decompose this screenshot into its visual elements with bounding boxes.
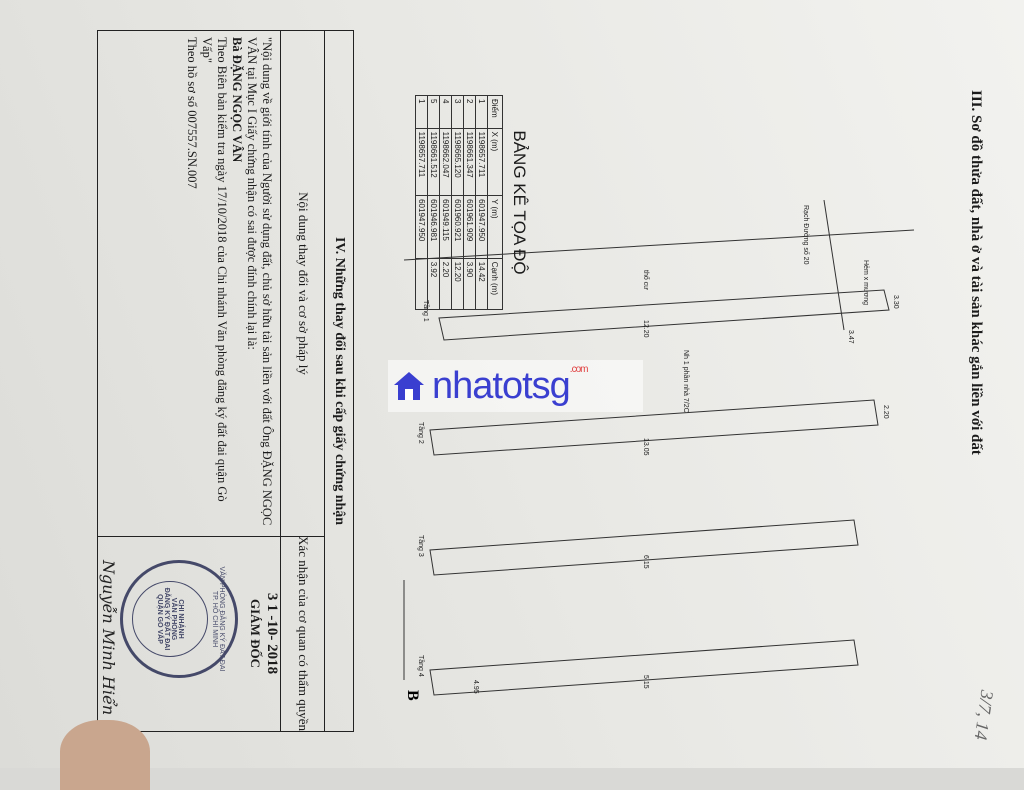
cell: 14.42 [475,258,488,310]
watermark-suffix: .com [569,364,589,375]
cell: 1 [475,95,488,129]
label-floor4: Tầng 4 [417,655,426,677]
floor1-outline [438,289,890,341]
dim: 5.15 [642,675,649,689]
stamp-line: CHI NHÁNH [177,599,185,639]
cell: 1198662.047 [439,128,452,196]
label-alley: Hẻm x mương [862,260,869,305]
label-floor3: Tầng 3 [417,535,426,557]
inspection-ref: Theo Biên bản kiểm tra ngày 17/10/2018 c… [200,37,229,502]
house-icon [394,372,424,400]
land-certificate-page: III. Sơ đồ thửa đất, nhà ở và tài sản kh… [0,0,1024,768]
cell: 1198661.347 [463,128,476,196]
confirmation-date: 3 1 -10- 2018 [264,592,280,675]
watermark: nhatotsg .com [388,360,643,412]
cell: 1198665.120 [451,128,464,196]
cell: 1198661.512 [427,128,440,196]
dim: 4.95 [472,680,479,694]
coordinate-table: BẢNG KÊ TỌA ĐỘ Điểm X (m) Y (m) Cạnh (m)… [415,95,529,310]
cell: 1198657.711 [415,128,428,196]
coordinate-table-title: BẢNG KÊ TỌA ĐỘ [510,130,529,275]
official-stamp: VĂN PHÒNG ĐĂNG KÝ ĐẤT ĐAI TP. HỒ CHÍ MIN… [120,560,238,678]
cell: 2 [463,95,476,129]
stamp-line: QUẬN GÒ VẤP [156,594,164,644]
cell: 2.20 [439,258,452,310]
signer-title: GIÁM ĐỐC [248,599,263,668]
cell: 1 [415,95,428,129]
floor3-outline [429,519,859,576]
label-floor1: Tầng 1 [422,300,431,322]
stamp-outer-text: VĂN PHÒNG ĐĂNG KÝ ĐẤT ĐAI TP. HỒ CHÍ MIN… [211,566,226,672]
cell: 12.20 [451,258,464,310]
dim: 12.20 [642,320,649,338]
north-label: B [404,690,421,701]
signature: Nguyễn Minh Hiển [99,560,118,716]
change-text: "Nội dung về giới tính của Người sử dụng… [245,37,274,526]
cell [415,258,428,310]
dim: 2.20 [882,405,889,419]
cell: 601961.909 [463,195,476,259]
label-neighbor: Nh 1 phần nhà 7/2C [682,350,691,413]
header-x: X (m) [487,128,503,196]
changes-header: Nội dung thay đổi và cơ sở pháp lý [280,31,325,536]
file-number: Theo hồ sơ số 007557.SN.007 [185,37,199,189]
cell: 601947.950 [475,195,488,259]
cell: 601947.950 [415,195,428,259]
stamp-line: VĂN PHÒNG [170,597,178,641]
dim: 13.05 [642,438,649,456]
dim: 3.47 [847,330,854,344]
cell: 5 [427,95,440,129]
cell: 3 [451,95,464,129]
header-edge: Cạnh (m) [487,258,503,310]
floor2-outline [429,399,879,456]
cell: 1198657.711 [475,128,488,196]
plot-diagram: Hẻm x mương Rạch Đường số 20 Nh 1 phần n… [403,200,915,701]
handwritten-note: 3/7, 14 [970,688,998,742]
label-floor2: Tầng 2 [417,422,426,444]
watermark-text: nhatotsg [432,364,571,407]
corrected-name: Bà ĐẶNG NGỌC VÂN [230,37,244,163]
label-landuse: thổ cư [642,270,650,290]
section3-heading: III. Sơ đồ thửa đất, nhà ở và tài sản kh… [968,90,984,455]
road-line [823,200,845,331]
cell: 601949.115 [439,195,452,259]
changes-column: Nội dung thay đổi và cơ sở pháp lý "Nội … [98,31,325,537]
dim: 3.30 [892,295,899,309]
authority-header: Xác nhận của cơ quan có thẩm quyền [280,536,325,731]
label-road: Rạch Đường số 20 [802,205,811,265]
cell: 601946.981 [427,195,440,259]
stamp-line: ĐĂNG KÝ ĐẤT ĐAI [163,587,171,651]
section4-title: IV. Những thay đổi sau khi cấp giấy chứn… [324,31,353,731]
header-point: Điểm [487,95,503,129]
cell: 3.92 [427,258,440,310]
cell: 3.90 [463,258,476,310]
finger [60,720,150,790]
floor4-outline [429,639,859,696]
header-y: Y (m) [487,195,503,259]
cell: 4 [439,95,452,129]
cell: 601960.921 [451,195,464,259]
dim: 6.15 [642,555,649,569]
